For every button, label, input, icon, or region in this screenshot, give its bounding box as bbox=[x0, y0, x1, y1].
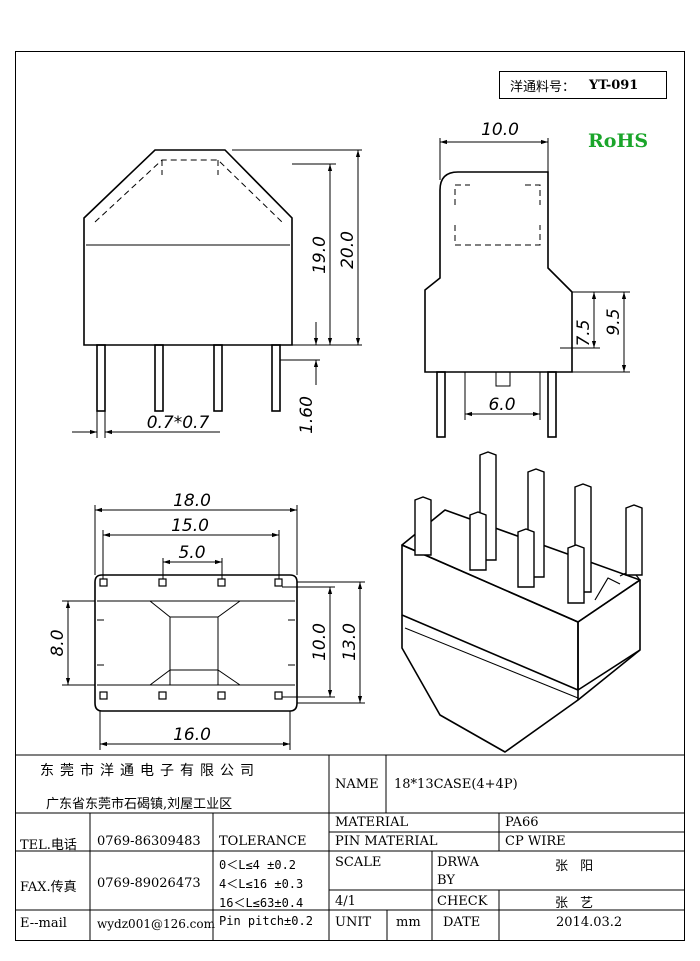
email-label: E--mail bbox=[20, 916, 67, 931]
tolerance-1: 0＜L≤4 ±0.2 bbox=[219, 858, 297, 872]
scale-value: 4/1 bbox=[335, 894, 356, 909]
dim-pin-size: 0.7*0.7 bbox=[147, 413, 210, 433]
fax-value: 0769-89026473 bbox=[97, 876, 201, 891]
dim-top-5: 5.0 bbox=[178, 543, 205, 563]
rohs-mark: RoHS bbox=[588, 130, 649, 152]
part-number-value: YT-091 bbox=[589, 77, 639, 93]
scale-label: SCALE bbox=[335, 855, 382, 870]
dim-pin-length: 1.60 bbox=[297, 396, 317, 434]
date-label: DATE bbox=[443, 915, 481, 930]
drawing-frame bbox=[15, 51, 685, 941]
dim-top-15: 15.0 bbox=[171, 516, 209, 536]
title-block-grid bbox=[15, 754, 685, 941]
front-view-dims bbox=[72, 149, 362, 438]
tolerance-4: Pin pitch±0.2 bbox=[219, 914, 313, 928]
name-value: 18*13CASE(4+4P) bbox=[394, 777, 518, 792]
front-view bbox=[83, 149, 293, 412]
company-name: 东莞市洋通电子有限公司 bbox=[40, 763, 260, 779]
part-number-box: 洋通料号： YT-091 bbox=[499, 71, 667, 99]
part-number-label: 洋通料号： bbox=[510, 79, 576, 95]
front-view-hidden bbox=[94, 159, 283, 223]
unit-label: UNIT bbox=[335, 915, 372, 930]
dim-side-95: 9.5 bbox=[604, 308, 624, 335]
material-value: PA66 bbox=[505, 815, 539, 830]
dim-top-13: 13.0 bbox=[340, 623, 360, 661]
top-view-pins bbox=[99, 578, 283, 700]
tel-label: TEL.电话 bbox=[20, 838, 77, 853]
company-address: 广东省东莞市石碣镇,刘屋工业区 bbox=[46, 797, 233, 812]
dim-side-width: 10.0 bbox=[481, 120, 519, 140]
tolerance-3: 16＜L≤63±0.4 bbox=[219, 896, 304, 910]
isometric-pins bbox=[414, 451, 643, 604]
dim-side-pin-span: 6.0 bbox=[488, 395, 515, 415]
name-label: NAME bbox=[335, 777, 379, 792]
drawn-by-value: 张 阳 bbox=[555, 859, 598, 874]
checked-by-value: 张 艺 bbox=[555, 896, 598, 911]
dim-side-75: 7.5 bbox=[574, 319, 594, 346]
email-value: wydz001@126.com bbox=[97, 917, 216, 931]
pin-material-value: CP WIRE bbox=[505, 834, 566, 849]
fax-label: FAX.传真 bbox=[20, 880, 77, 895]
drawn-label-1: DRWA bbox=[437, 855, 480, 870]
dim-top-18: 18.0 bbox=[173, 491, 211, 511]
tolerance-2: 4＜L≤16 ±0.3 bbox=[219, 877, 304, 891]
dim-front-20: 20.0 bbox=[338, 231, 358, 269]
tolerance-label: TOLERANCE bbox=[219, 834, 307, 849]
dim-top-16: 16.0 bbox=[173, 725, 211, 745]
side-view-dims bbox=[439, 138, 630, 420]
unit-value: mm bbox=[396, 915, 421, 930]
date-value: 2014.03.2 bbox=[556, 915, 623, 930]
drawn-label-2: BY bbox=[437, 873, 455, 888]
side-view bbox=[424, 171, 573, 438]
top-view-dims bbox=[62, 505, 365, 750]
dim-top-10: 10.0 bbox=[310, 623, 330, 661]
dim-front-19: 19.0 bbox=[310, 236, 330, 274]
top-view bbox=[94, 574, 298, 712]
check-label: CHECK bbox=[437, 894, 488, 909]
tel-value: 0769-86309483 bbox=[97, 834, 201, 849]
dim-top-8: 8.0 bbox=[48, 629, 68, 656]
side-view-hidden bbox=[454, 184, 541, 246]
material-label: MATERIAL bbox=[335, 815, 409, 830]
pin-material-label: PIN MATERIAL bbox=[335, 834, 438, 849]
